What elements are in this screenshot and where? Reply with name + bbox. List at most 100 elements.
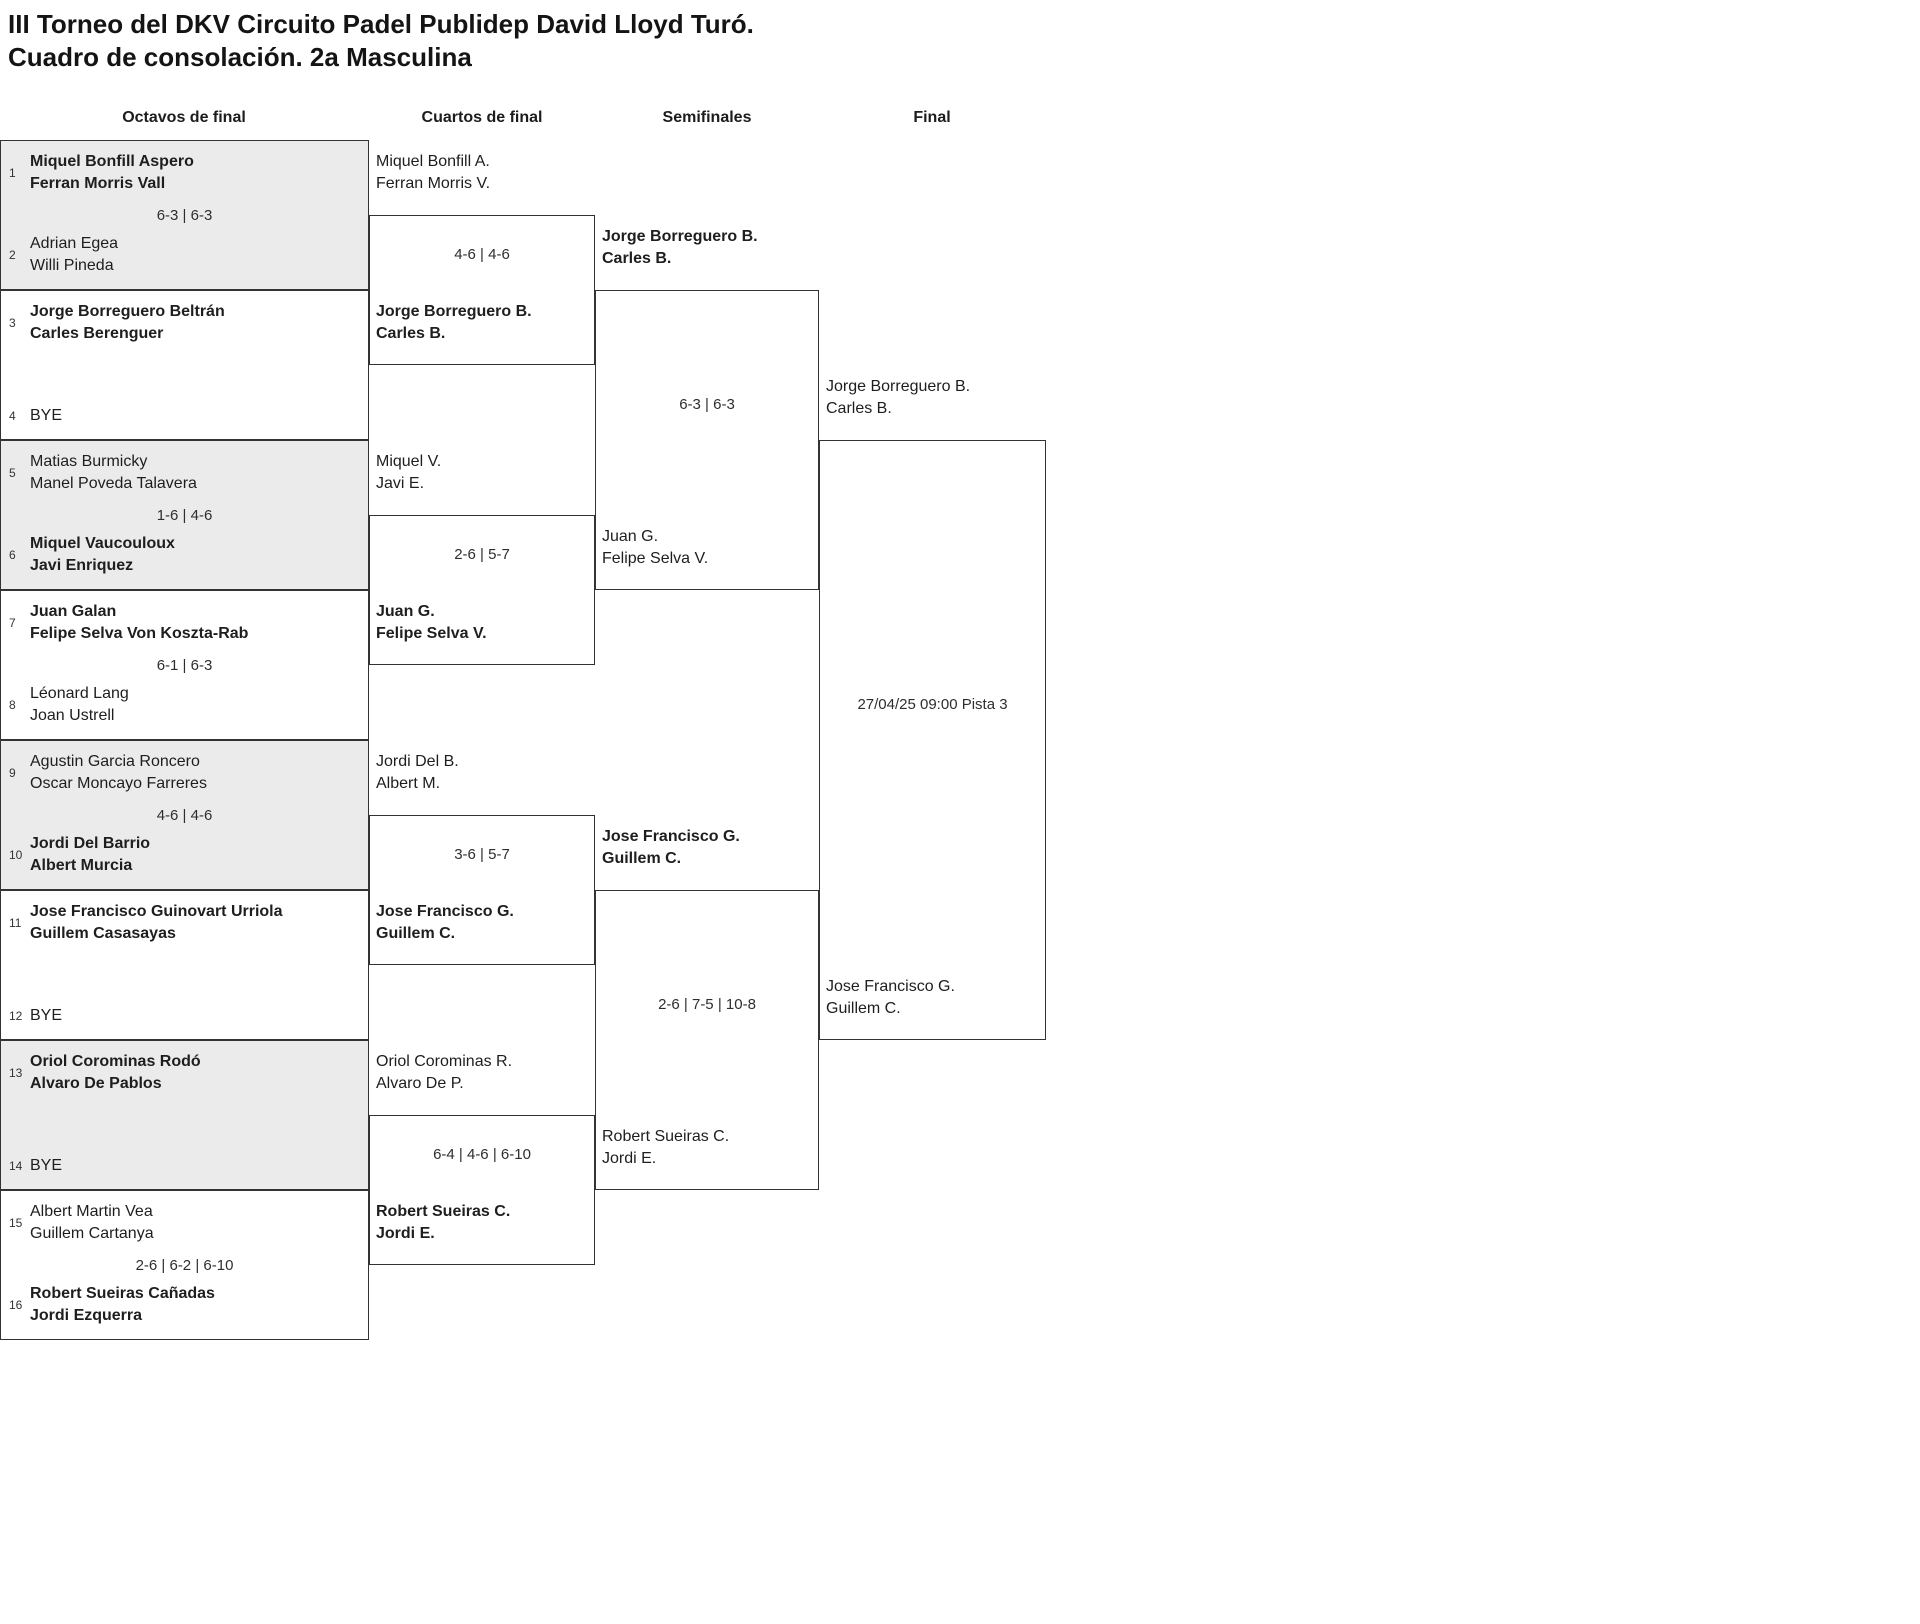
qf3-score: 3-6 | 5-7	[454, 846, 510, 863]
player-1: Jose Francisco G.	[826, 978, 955, 995]
seed-number: 13	[9, 1066, 23, 1080]
team-names: Robert Sueiras Cañadas Jordi Ezquerra	[30, 1283, 215, 1327]
bracket-entry-seed-1: 1 Miquel Bonfill Aspero Ferran Morris Va…	[1, 151, 194, 195]
bracket-entry-seed-16: 16 Robert Sueiras Cañadas Jordi Ezquerra	[1, 1283, 215, 1327]
player-2: Javi Enriquez	[30, 557, 134, 574]
bracket-entry-seed-13: 13 Oriol Corominas Rodó Alvaro De Pablos	[1, 1051, 201, 1095]
match-score: 6-3 | 6-3	[156, 207, 213, 224]
seed-number: 5	[9, 466, 16, 480]
match-r16-8: 15 Albert Martin Vea Guillem Cartanya 2-…	[0, 1190, 369, 1340]
match-qf-1-box	[369, 215, 595, 365]
seed-number: 4	[9, 409, 16, 423]
sf2-score: 2-6 | 7-5 | 10-8	[658, 996, 756, 1013]
qf2-team-top: Miquel V. Javi E.	[376, 451, 441, 495]
bracket-entry-seed-14: 14 BYE	[1, 1155, 62, 1177]
round-header-octavos: Octavos de final	[122, 109, 246, 126]
seed-number: 11	[9, 916, 22, 930]
match-qf-3-box	[369, 815, 595, 965]
seed-number: 2	[9, 248, 16, 262]
player-1: Miquel Bonfill A.	[376, 153, 490, 170]
player-2: Joan Ustrell	[30, 707, 115, 724]
seed-number: 3	[9, 316, 16, 330]
player-2: Manel Poveda Talavera	[30, 475, 197, 492]
match-score: 2-6 | 6-2 | 6-10	[135, 1257, 234, 1274]
player-2: Ferran Morris Vall	[30, 175, 166, 192]
qf2-score: 2-6 | 5-7	[454, 546, 510, 563]
player-2: Guillem C.	[826, 1000, 901, 1017]
sf2-team-top: Jose Francisco G. Guillem C.	[602, 826, 740, 870]
match-r16-2: 3 Jorge Borreguero Beltrán Carles Bereng…	[0, 290, 369, 440]
player-2: Ferran Morris V.	[376, 175, 491, 192]
team-names: BYE	[30, 1005, 62, 1027]
team-names: Juan Galan Felipe Selva Von Koszta-Rab	[30, 601, 248, 645]
player-2: Guillem Casasayas	[30, 925, 176, 942]
bracket-entry-seed-10: 10 Jordi Del Barrio Albert Murcia	[1, 833, 150, 877]
seed-number: 8	[9, 698, 16, 712]
round-header-cuartos: Cuartos de final	[421, 109, 543, 126]
player-1: Miquel Vaucouloux	[30, 535, 175, 552]
match-score: 1-6 | 4-6	[156, 507, 213, 524]
final-schedule: 27/04/25 09:00 Pista 3	[857, 696, 1008, 713]
bracket-entry-seed-8: 8 Léonard Lang Joan Ustrell	[1, 683, 129, 727]
player-1: Agustin Garcia Roncero	[30, 753, 200, 770]
player-1: Jorge Borreguero B.	[602, 228, 758, 245]
player-2: Carles Berenguer	[30, 325, 164, 342]
player-1: Jorge Borreguero B.	[826, 378, 971, 395]
bracket-entry-seed-9: 9 Agustin Garcia Roncero Oscar Moncayo F…	[1, 751, 207, 795]
player-2: Albert Murcia	[30, 857, 133, 874]
sf1-team-bottom: Juan G. Felipe Selva V.	[602, 526, 708, 570]
player-1: Jordi Del B.	[376, 753, 459, 770]
match-score: 6-1 | 6-3	[156, 657, 213, 674]
player-1: Matias Burmicky	[30, 453, 148, 470]
final-team-top: Jorge Borreguero B. Carles B.	[826, 376, 970, 420]
team-names: BYE	[30, 1155, 62, 1177]
team-names: Matias Burmicky Manel Poveda Talavera	[30, 451, 197, 495]
match-final-box	[819, 440, 1046, 1040]
match-score: 4-6 | 4-6	[156, 807, 213, 824]
team-names: Albert Martin Vea Guillem Cartanya	[30, 1201, 154, 1245]
title-line-2: Cuadro de consolación. 2a Masculina	[8, 42, 472, 72]
bracket-entry-seed-7: 7 Juan Galan Felipe Selva Von Koszta-Rab	[1, 601, 248, 645]
player-1: Jorge Borreguero Beltrán	[30, 303, 225, 320]
seed-number: 9	[9, 766, 16, 780]
player-2: Felipe Selva Von Koszta-Rab	[30, 625, 249, 642]
player-1: Jose Francisco Guinovart Urriola	[30, 903, 283, 920]
player-1: Robert Sueiras Cañadas	[30, 1285, 215, 1302]
team-names: Léonard Lang Joan Ustrell	[30, 683, 129, 727]
player-1: Jorge Borreguero B.	[376, 303, 532, 320]
team-names: Adrian Egea Willi Pineda	[30, 233, 118, 277]
match-r16-7: 13 Oriol Corominas Rodó Alvaro De Pablos…	[0, 1040, 369, 1190]
player-1: Robert Sueiras C.	[602, 1128, 730, 1145]
player-1: Oriol Corominas Rodó	[30, 1053, 201, 1070]
seed-number: 10	[9, 848, 23, 862]
player-1: Miquel V.	[376, 453, 442, 470]
match-qf-2-box	[369, 515, 595, 665]
player-2: Jordi Ezquerra	[30, 1307, 143, 1324]
player-1: Léonard Lang	[30, 685, 129, 702]
player-2: Guillem C.	[602, 850, 682, 867]
seed-number: 14	[9, 1159, 23, 1173]
bracket-entry-seed-4: 4 BYE	[1, 405, 62, 427]
match-qf-4-box	[369, 1115, 595, 1265]
team-names: Jorge Borreguero Beltrán Carles Berengue…	[30, 301, 225, 345]
player-1: Juan Galan	[30, 603, 117, 620]
team-names: Miquel Bonfill Aspero Ferran Morris Vall	[30, 151, 194, 195]
match-r16-4: 7 Juan Galan Felipe Selva Von Koszta-Rab…	[0, 590, 369, 740]
seed-number: 12	[9, 1009, 23, 1023]
match-r16-6: 11 Jose Francisco Guinovart Urriola Guil…	[0, 890, 369, 1040]
round-header-semifinales: Semifinales	[662, 109, 752, 126]
sf1-score: 6-3 | 6-3	[679, 396, 735, 413]
player-1: BYE	[30, 1007, 63, 1024]
player-1: Jordi Del Barrio	[30, 835, 151, 852]
player-2: Carles B.	[826, 400, 892, 417]
team-names: BYE	[30, 405, 62, 427]
player-1: Albert Martin Vea	[30, 1203, 153, 1220]
player-1: Miquel Bonfill Aspero	[30, 153, 194, 170]
qf4-team-top: Oriol Corominas R. Alvaro De P.	[376, 1051, 512, 1095]
player-2: Felipe Selva V.	[376, 625, 487, 642]
player-1: BYE	[30, 407, 63, 424]
player-2: Jordi E.	[376, 1225, 435, 1242]
player-2: Jordi E.	[602, 1150, 657, 1167]
seed-number: 16	[9, 1298, 23, 1312]
